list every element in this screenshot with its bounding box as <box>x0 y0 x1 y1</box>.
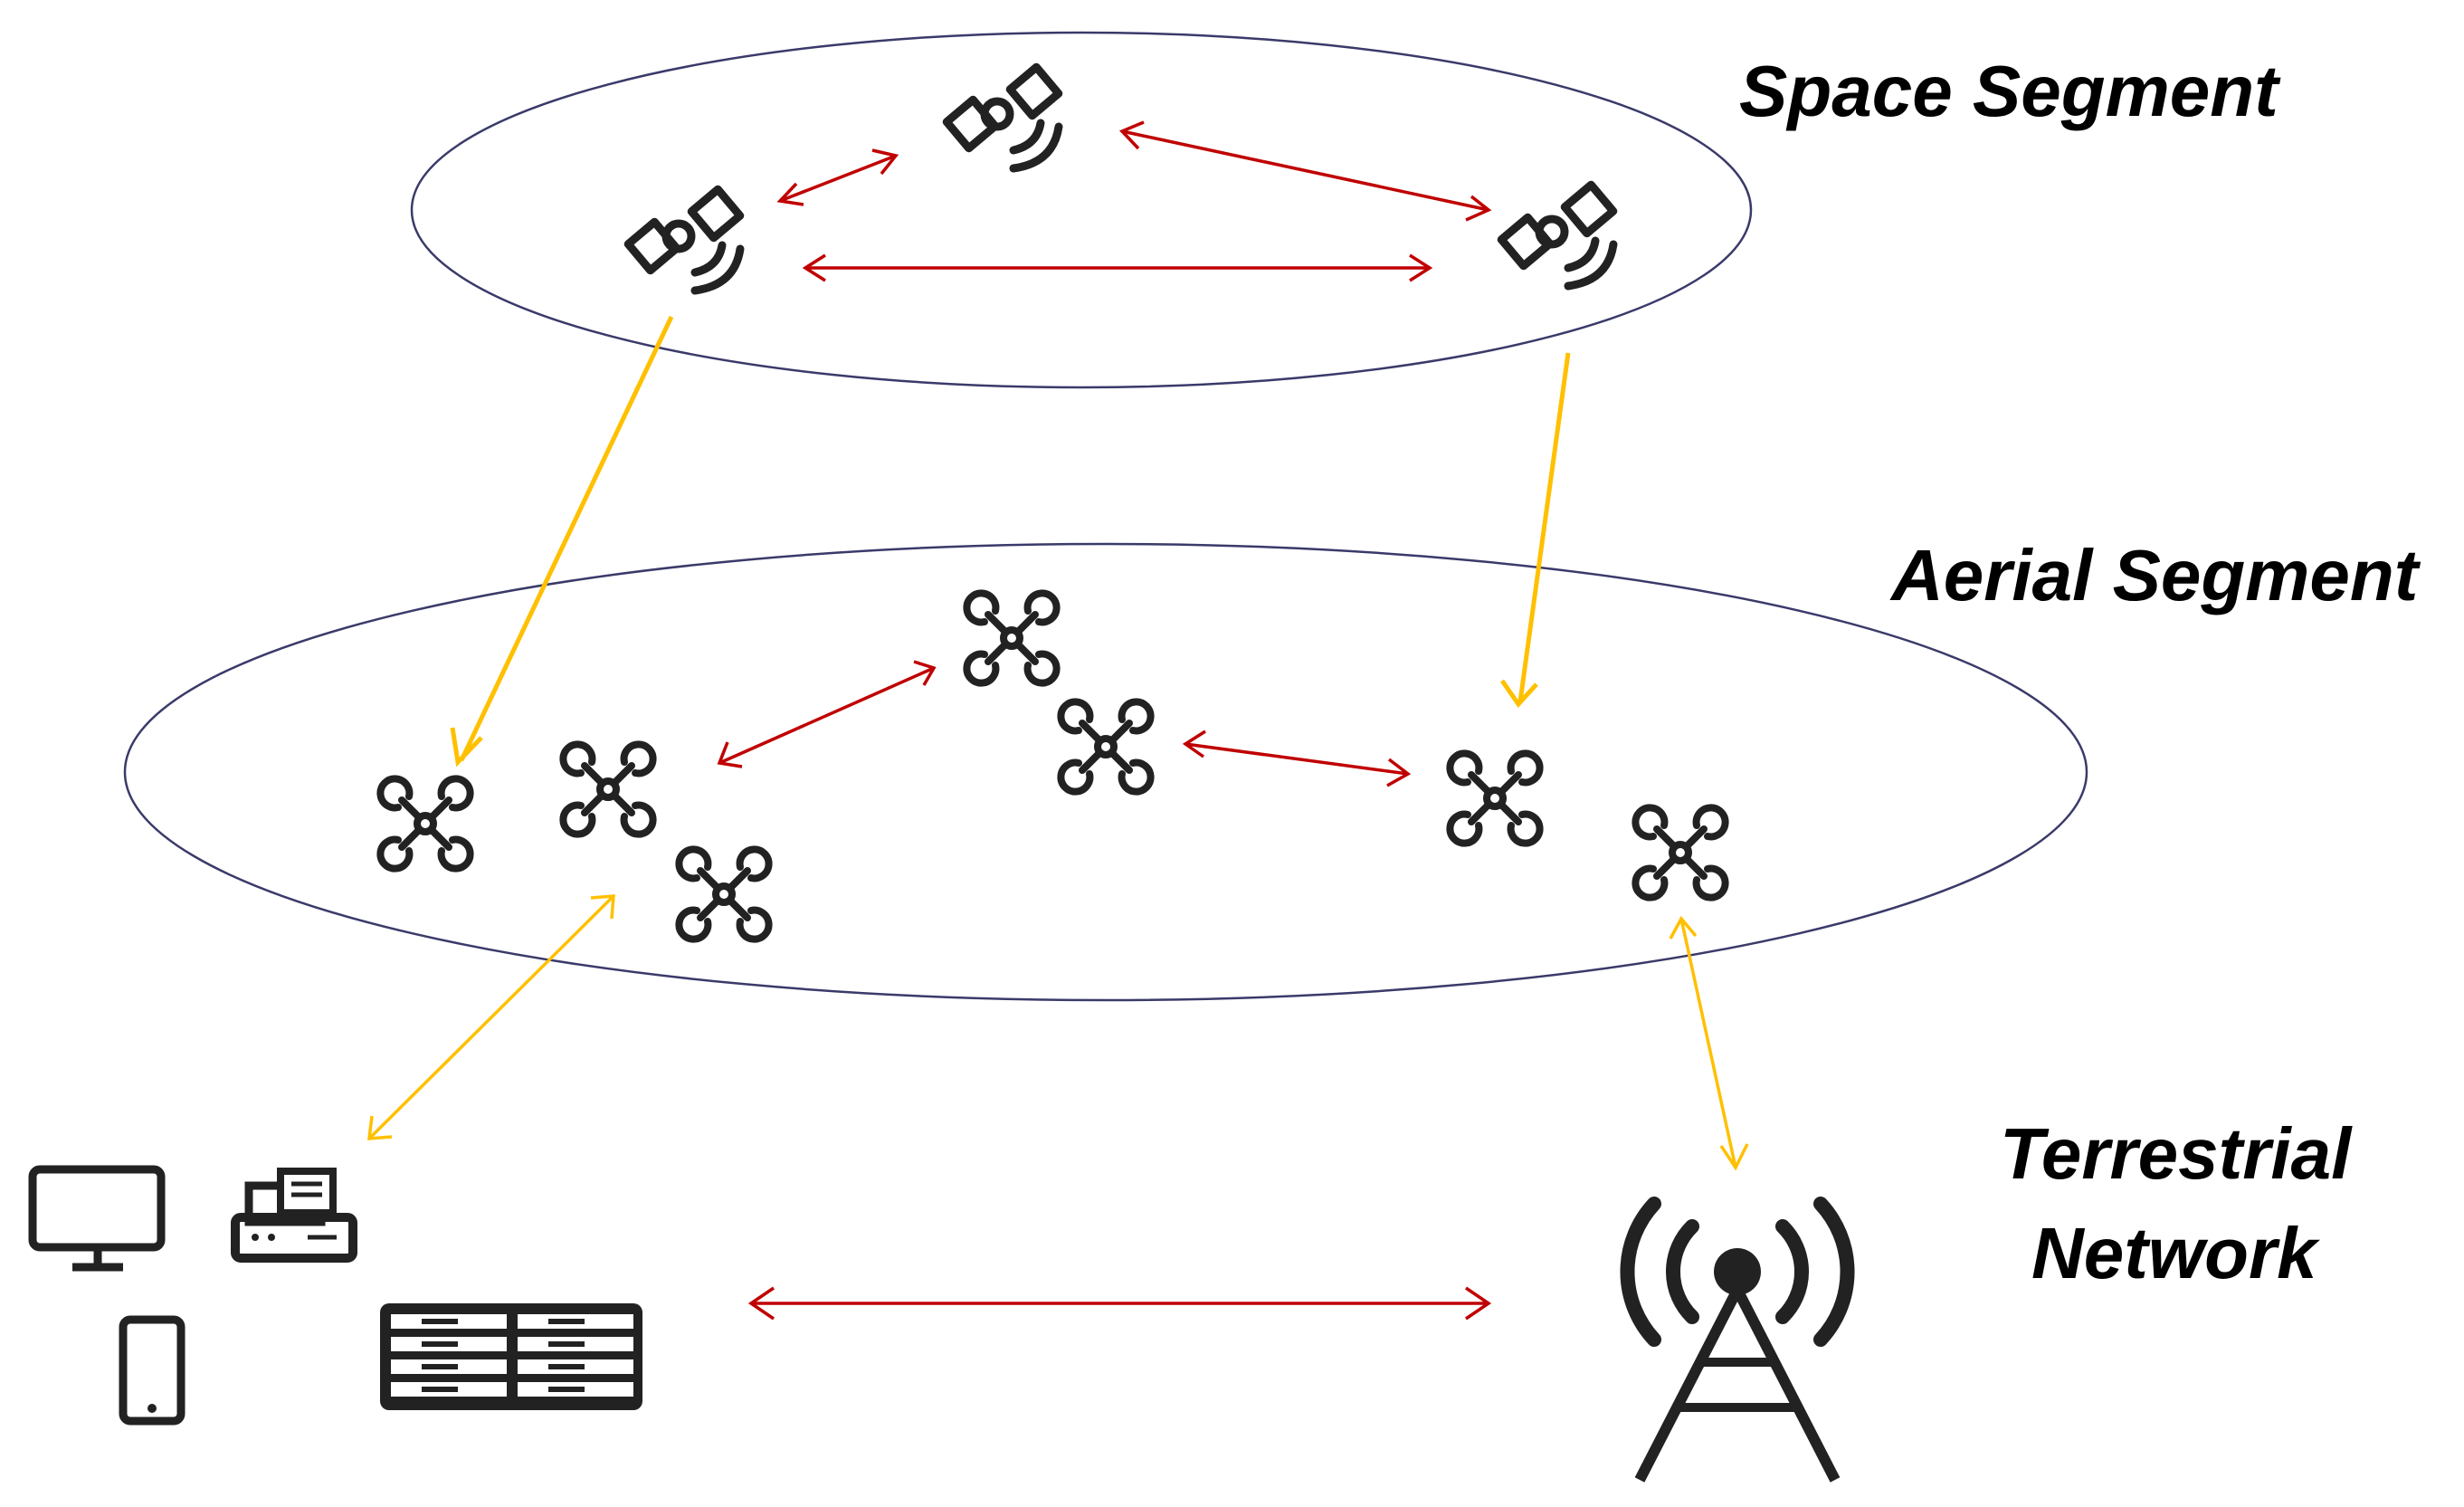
terrestrial-link <box>747 1286 1492 1321</box>
monitor-icon <box>28 1165 166 1272</box>
space-link-sat1-sat3 <box>802 253 1433 282</box>
satellite-icon <box>947 67 1059 168</box>
space-segment-label: Space Segment <box>1739 51 2281 131</box>
satellite-to-drone-link-right <box>1499 352 1571 709</box>
drone-icon <box>563 744 652 834</box>
terrestrial-network-label-line1: Terrestrial <box>2000 1113 2353 1194</box>
space-link-sat1-sat2 <box>776 148 899 206</box>
drone-icon <box>1635 807 1725 897</box>
aerial-segment-label: Aerial Segment <box>1889 535 2421 615</box>
satellite-to-drone-link-left <box>450 315 674 768</box>
cell-tower-icon <box>1620 1197 1855 1483</box>
space-segment-ellipse <box>410 31 1753 389</box>
aerial-segment-ellipse <box>123 542 2088 1002</box>
drone-icon <box>380 778 470 868</box>
drone-icon <box>1450 753 1539 843</box>
satellite-icon <box>1501 185 1613 286</box>
server-rack-icon <box>380 1303 642 1410</box>
printer-icon <box>231 1168 357 1263</box>
satellite-icon <box>628 189 740 291</box>
drone-icon <box>679 849 768 939</box>
drone-to-tower-link <box>1669 915 1749 1171</box>
aerial-link-1 <box>717 660 937 768</box>
drone-icon <box>1061 701 1150 791</box>
terrestrial-network-label-line2: Network <box>2031 1213 2320 1293</box>
smartphone-icon <box>119 1315 186 1426</box>
drone-icon <box>966 593 1056 682</box>
drone-to-devices-link <box>367 894 615 1140</box>
aerial-link-2 <box>1182 730 1412 787</box>
space-link-sat2-sat3 <box>1118 120 1492 222</box>
